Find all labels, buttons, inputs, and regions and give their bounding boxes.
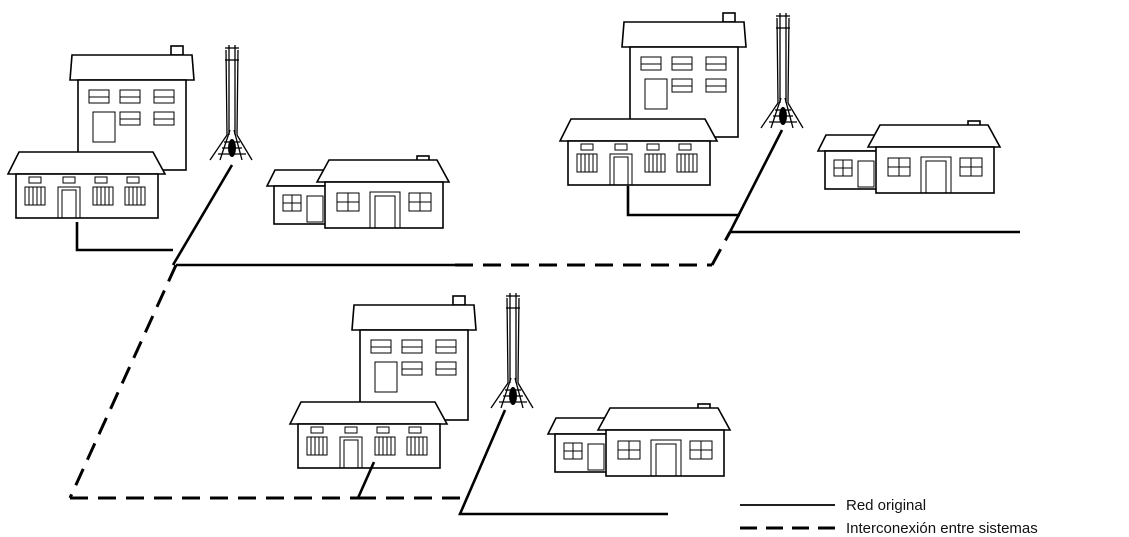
radio-tower-icon [210, 45, 252, 160]
two-story-house-icon [290, 296, 476, 468]
two-story-house-icon [8, 46, 194, 218]
legend-solid-label: Red original [846, 497, 926, 514]
cluster-top-left [8, 45, 449, 228]
legend: Red original Interconexión entre sistema… [740, 497, 1038, 537]
two-story-house-icon [560, 13, 746, 185]
radio-tower-icon [761, 13, 803, 128]
ranch-house-icon [548, 404, 730, 476]
cluster-top-right [560, 13, 1000, 193]
cluster-bottom-center [290, 293, 730, 476]
ranch-house-icon [818, 121, 1000, 193]
ranch-house-icon [267, 156, 449, 228]
radio-tower-icon [491, 293, 533, 408]
legend-dashed-label: Interconexión entre sistemas [846, 520, 1038, 537]
